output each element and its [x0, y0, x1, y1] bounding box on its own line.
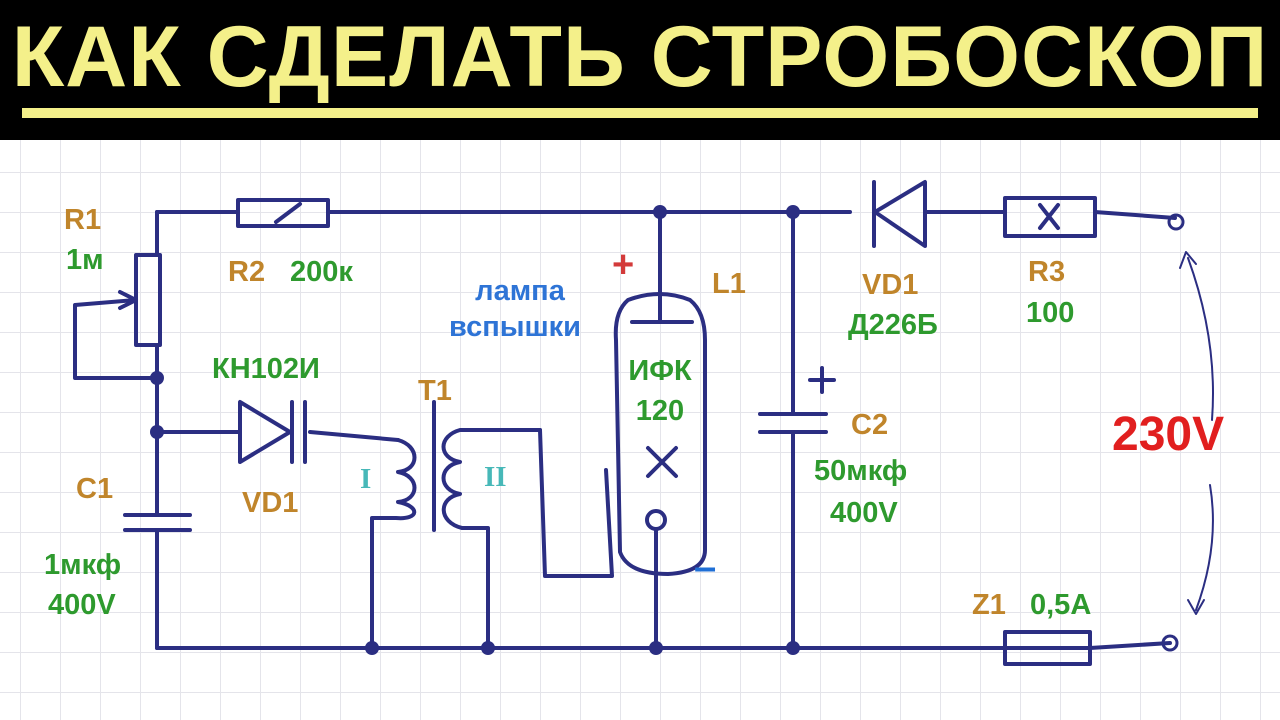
- vd-trigger-designator: VD1: [242, 487, 299, 519]
- r1-potentiometer: [134, 253, 162, 347]
- junction-dot: [786, 641, 800, 655]
- vd-trigger-diode: [238, 400, 307, 464]
- lamp-type-line1: ИФК: [628, 355, 692, 387]
- r2-resistor: [236, 198, 330, 228]
- lamp-cross: [646, 446, 678, 478]
- lamp-anode: [630, 210, 694, 324]
- junction-dot: [365, 641, 379, 655]
- junction-dot: [649, 641, 663, 655]
- c1-value-line1: 1мкф: [44, 549, 122, 581]
- junction-dot: [786, 205, 800, 219]
- junction-dot: [653, 205, 667, 219]
- c2-plus-mark: [808, 366, 836, 394]
- t1-secondary-label: II: [484, 461, 507, 493]
- junction-dot: [150, 425, 164, 439]
- t1-primary-label: I: [360, 463, 372, 495]
- wire-trigger: [155, 430, 400, 442]
- wire-bottom: [155, 641, 1172, 650]
- vd-trigger-value: КН102И: [212, 353, 320, 385]
- r1-wiper-arrow: [118, 290, 138, 310]
- vd-rect-diode: [872, 180, 927, 248]
- wire-top-right: [923, 210, 1177, 220]
- r1-value: 1м: [66, 244, 104, 276]
- c1-value-line2: 400V: [48, 589, 116, 621]
- c2-designator: C2: [851, 409, 889, 441]
- z1-value: 0,5А: [1030, 589, 1092, 621]
- supply-arrowhead-bottom: [1187, 599, 1205, 615]
- lamp-minus-sign: –: [694, 545, 717, 589]
- r2-designator: R2: [228, 256, 266, 288]
- lamp-envelope: [613, 292, 707, 576]
- vd-rect-value: Д226Б: [848, 309, 938, 341]
- t1-primary-winding: [370, 438, 417, 650]
- wire-trigger-electrode: [538, 428, 614, 578]
- r3-mark: [1038, 203, 1060, 230]
- supply-terminal-top: [1167, 213, 1185, 231]
- lamp-type-line2: 120: [635, 395, 685, 427]
- t1-designator: T1: [418, 375, 452, 407]
- supply-voltage-label: 230V: [1112, 408, 1225, 461]
- lamp-label-line2: вспышки: [448, 311, 582, 343]
- r3-resistor: [1003, 196, 1097, 238]
- page-title: КАК СДЕЛАТЬ СТРОБОСКОП: [11, 9, 1269, 105]
- z1-designator: Z1: [972, 589, 1006, 621]
- c1-capacitor: [123, 513, 192, 532]
- c2-value-line2: 400V: [830, 497, 898, 529]
- supply-terminal-bottom: [1161, 634, 1179, 652]
- r3-value: 100: [1026, 297, 1075, 329]
- c1-designator: C1: [76, 473, 114, 505]
- r2-value: 200к: [290, 256, 353, 288]
- lamp-cathode: [645, 509, 667, 531]
- lamp-designator: L1: [712, 268, 746, 300]
- supply-arrow: [1187, 257, 1214, 611]
- junction-dot: [150, 371, 164, 385]
- title-underline: [22, 108, 1258, 118]
- c2-value-line1: 50мкф: [814, 455, 908, 487]
- supply-arrowhead-top: [1179, 251, 1197, 269]
- c2-capacitor: [758, 412, 828, 434]
- r1-designator: R1: [64, 204, 102, 236]
- lamp-label-line1: лампа: [475, 275, 565, 307]
- junction-dot: [481, 641, 495, 655]
- r1-wiper: [73, 298, 159, 380]
- vd-rect-designator: VD1: [862, 269, 919, 301]
- title-banner: КАК СДЕЛАТЬ СТРОБОСКОП: [0, 0, 1280, 140]
- t1-secondary-winding: [441, 428, 542, 650]
- r3-designator: R3: [1028, 256, 1066, 288]
- lamp-plus-sign: +: [612, 244, 635, 286]
- r2-mark: [274, 202, 302, 224]
